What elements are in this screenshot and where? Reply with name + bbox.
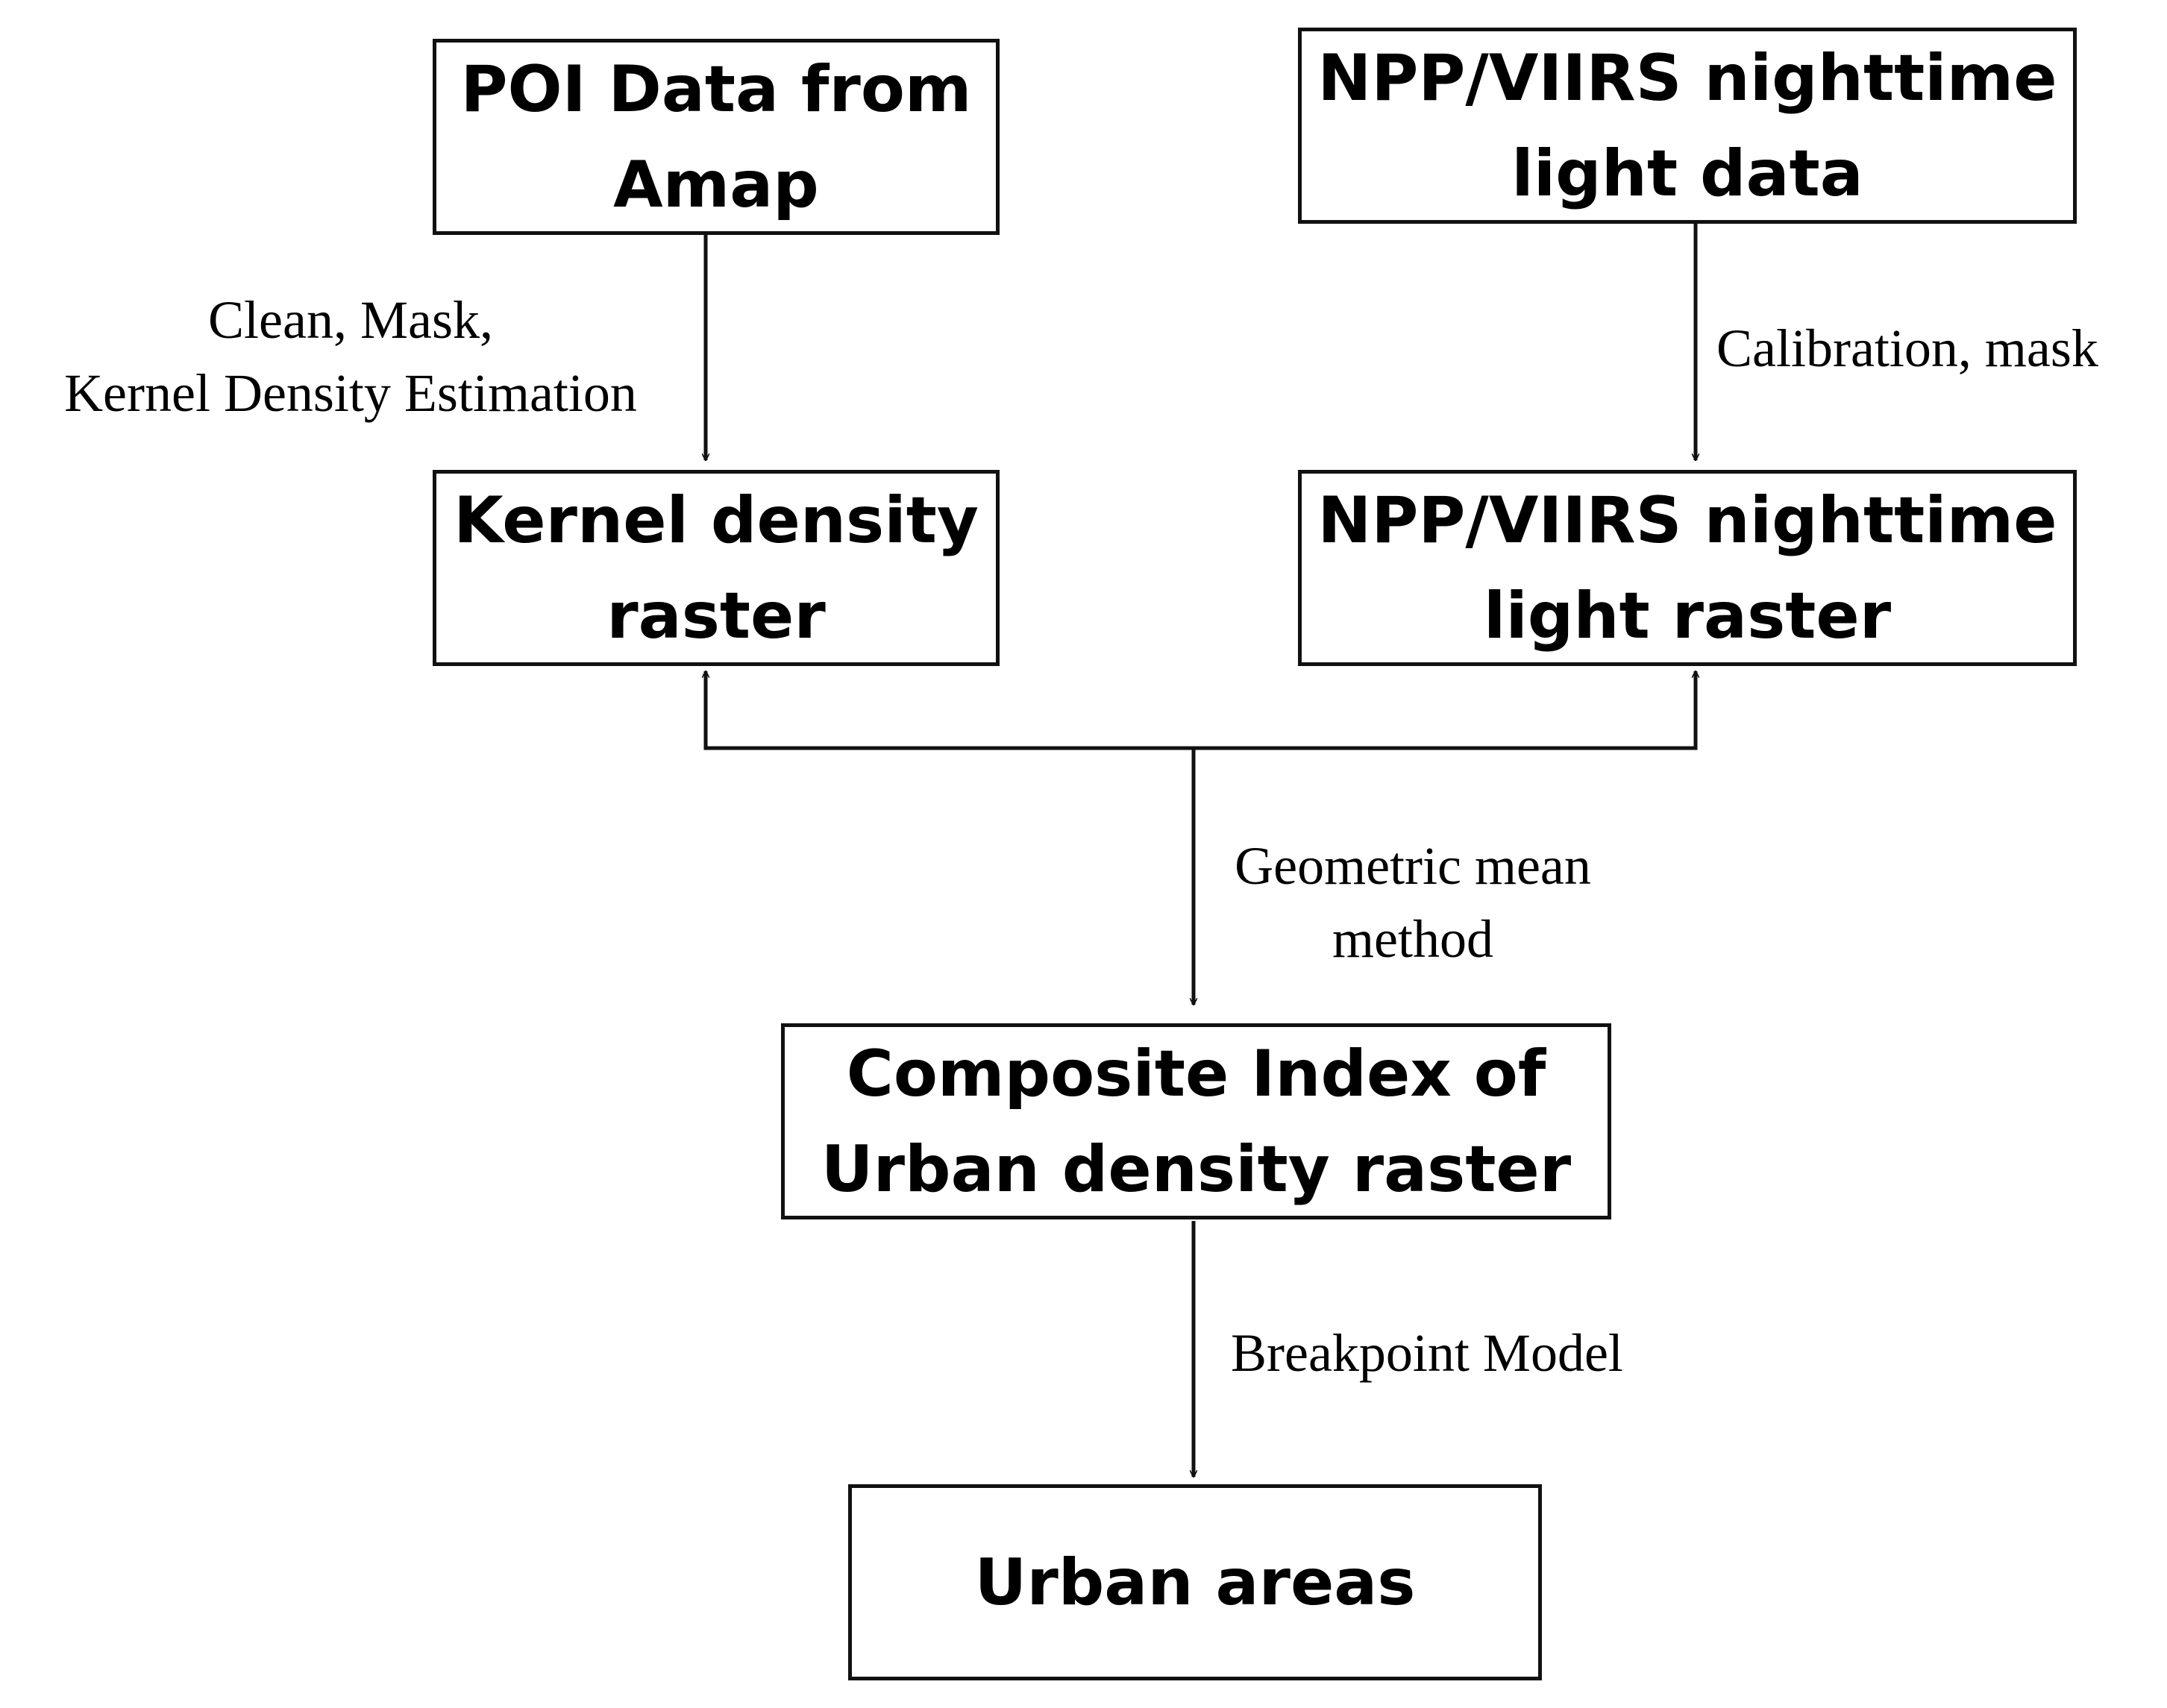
poi-data-label: POI Data from Amap	[460, 51, 972, 222]
edge-label-breakpoint-model: Breakpoint Model	[1231, 1323, 1623, 1383]
kernel-density-raster-box: Kernel density raster	[433, 470, 1000, 666]
urban-areas-box: Urban areas	[848, 1484, 1542, 1680]
npp-light-raster-label: NPP/VIIRS nighttime light raster	[1317, 483, 2057, 653]
npp-data-label: NPP/VIIRS nighttime light data	[1317, 40, 2057, 211]
edge-label-calibration-mask: Calibration, mask	[1716, 318, 2098, 378]
urban-areas-label: Urban areas	[974, 1545, 1416, 1620]
composite-index-box: Composite Index of Urban density raster	[781, 1023, 1611, 1219]
kernel-density-raster-label: Kernel density raster	[454, 483, 979, 653]
npp-data-box: NPP/VIIRS nighttime light data	[1298, 28, 2077, 224]
edge-label-geometric-mean: Geometric mean method	[1235, 836, 1591, 969]
npp-light-raster-box: NPP/VIIRS nighttime light raster	[1298, 470, 2077, 666]
merge-connector	[703, 673, 1698, 750]
edge-label-clean-mask-kde: Clean, Mask, Kernel Density Estimation	[64, 290, 637, 423]
composite-index-label: Composite Index of Urban density raster	[821, 1036, 1572, 1207]
poi-data-box: POI Data from Amap	[433, 39, 1000, 235]
